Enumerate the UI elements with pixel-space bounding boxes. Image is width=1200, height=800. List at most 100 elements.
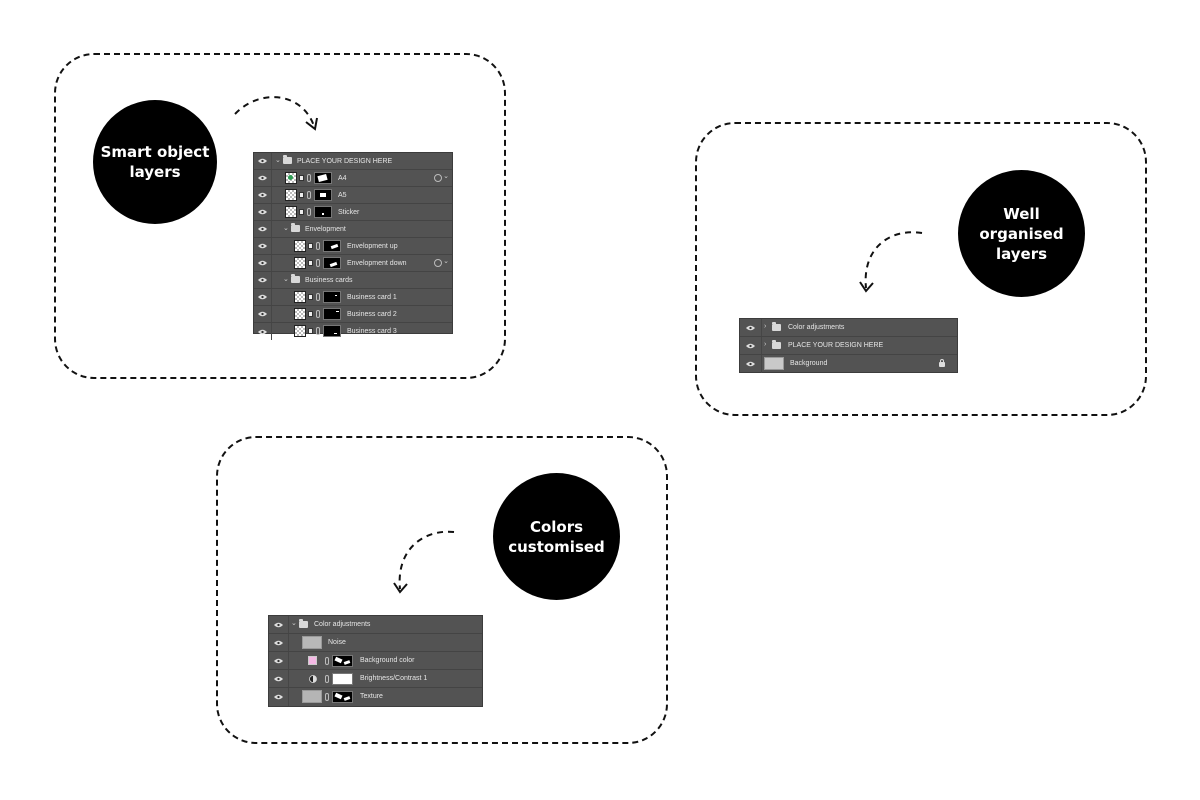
eye-icon[interactable] (269, 634, 289, 651)
eye-icon[interactable] (269, 688, 289, 706)
layer-name: Noise (328, 639, 346, 646)
layer-row[interactable]: Business card 3 (254, 323, 452, 340)
layer-name: Business card 3 (347, 328, 397, 335)
layer-row[interactable]: Brightness/Contrast 1 (269, 670, 482, 688)
layer-mask (314, 189, 332, 201)
eye-icon[interactable] (269, 670, 289, 687)
layer-name: Business card 2 (347, 311, 397, 318)
layer-mask (323, 308, 341, 320)
layer-name: Envelopment up (347, 243, 398, 250)
chevron-down-icon[interactable]: ⌄ (443, 258, 449, 265)
color-swatch (308, 656, 317, 665)
layer-mask (323, 291, 341, 303)
chevron-right-icon[interactable]: › (764, 323, 767, 330)
layer-row[interactable]: Background color (269, 652, 482, 670)
link-icon (307, 191, 311, 199)
link-icon (307, 208, 311, 216)
smart-object-icon (308, 294, 313, 300)
chevron-down-icon[interactable]: ⌄ (443, 173, 449, 180)
link-icon (307, 174, 311, 182)
smart-object-filter-icon[interactable] (434, 259, 442, 267)
eye-icon[interactable] (254, 323, 272, 340)
layer-name: PLACE YOUR DESIGN HERE (297, 158, 393, 165)
layer-name: Texture (360, 693, 383, 700)
colors-card (216, 436, 668, 744)
eye-icon[interactable] (269, 616, 289, 633)
layer-row[interactable]: Sticker (254, 204, 452, 221)
layer-row[interactable]: A4 ⌄ (254, 170, 452, 187)
layer-row[interactable]: › PLACE YOUR DESIGN HERE (740, 337, 957, 355)
eye-icon[interactable] (740, 319, 762, 336)
eye-icon[interactable] (254, 187, 272, 203)
layer-row[interactable]: Business card 2 (254, 306, 452, 323)
folder-icon (291, 223, 300, 232)
layer-row[interactable]: Noise (269, 634, 482, 652)
eye-icon[interactable] (254, 238, 272, 254)
smart-object-icon (308, 243, 313, 249)
layer-row[interactable]: ⌄ Business cards (254, 272, 452, 289)
layer-name: Sticker (338, 209, 360, 216)
layer-mask (323, 257, 341, 269)
layer-name: Color adjustments (314, 621, 371, 628)
smart-object-icon (299, 175, 304, 181)
eye-icon[interactable] (740, 337, 762, 354)
layer-name: Color adjustments (788, 324, 845, 331)
link-icon (325, 693, 329, 701)
layer-name: Business card 1 (347, 294, 397, 301)
layer-thumbnail (294, 257, 306, 269)
eye-icon[interactable] (254, 153, 272, 169)
layers-panel-smart: ⌄ PLACE YOUR DESIGN HERE A4 ⌄ A5 Sticker… (253, 152, 453, 340)
eye-icon[interactable] (254, 306, 272, 322)
layer-row[interactable]: ⌄ PLACE YOUR DESIGN HERE (254, 153, 452, 170)
organised-layers-card (695, 122, 1147, 416)
link-icon (316, 327, 320, 335)
layer-mask (332, 691, 353, 703)
layer-row[interactable]: Envelopment up (254, 238, 452, 255)
adjustment-icon (309, 675, 317, 683)
layer-thumbnail (302, 636, 322, 649)
layer-mask (323, 325, 341, 337)
layer-thumbnail (302, 690, 322, 703)
layer-name: Envelopment down (347, 260, 407, 267)
folder-icon (772, 340, 781, 349)
lock-icon (939, 359, 945, 367)
layer-row[interactable]: › Color adjustments (740, 319, 957, 337)
eye-icon[interactable] (254, 272, 272, 288)
chevron-down-icon[interactable]: ⌄ (291, 620, 297, 627)
eye-icon[interactable] (254, 255, 272, 271)
layer-name: Business cards (305, 277, 353, 284)
layer-row[interactable]: ⌄ Envelopment (254, 221, 452, 238)
colors-title: Colors customised (508, 517, 605, 556)
layer-thumbnail (294, 325, 306, 337)
smart-object-icon (308, 260, 313, 266)
eye-icon[interactable] (254, 204, 272, 220)
folder-icon (772, 322, 781, 331)
link-icon (325, 675, 329, 683)
layer-thumbnail (294, 291, 306, 303)
layer-row[interactable]: Texture (269, 688, 482, 706)
eye-icon[interactable] (254, 221, 272, 237)
chevron-down-icon[interactable]: ⌄ (283, 225, 289, 232)
eye-icon[interactable] (254, 289, 272, 305)
link-icon (316, 310, 320, 318)
chevron-right-icon[interactable]: › (764, 341, 767, 348)
chevron-down-icon[interactable]: ⌄ (275, 157, 281, 164)
layer-name: Background (790, 360, 828, 367)
eye-icon[interactable] (254, 170, 272, 186)
chevron-down-icon[interactable]: ⌄ (283, 276, 289, 283)
layer-row[interactable]: A5 (254, 187, 452, 204)
smart-object-icon (308, 328, 313, 334)
layer-row[interactable]: ⌄ Color adjustments (269, 616, 482, 634)
eye-icon[interactable] (740, 355, 762, 373)
arrow-icon (393, 530, 455, 594)
layer-name: Brightness/Contrast 1 (360, 675, 428, 682)
layer-name: A5 (338, 192, 347, 199)
eye-icon[interactable] (269, 652, 289, 669)
layer-mask (332, 673, 353, 685)
layer-row[interactable]: Background (740, 355, 957, 373)
layer-row[interactable]: Business card 1 (254, 289, 452, 306)
folder-icon (299, 619, 308, 628)
layer-thumbnail (285, 206, 297, 218)
smart-object-filter-icon[interactable] (434, 174, 442, 182)
layer-row[interactable]: Envelopment down ⌄ (254, 255, 452, 272)
